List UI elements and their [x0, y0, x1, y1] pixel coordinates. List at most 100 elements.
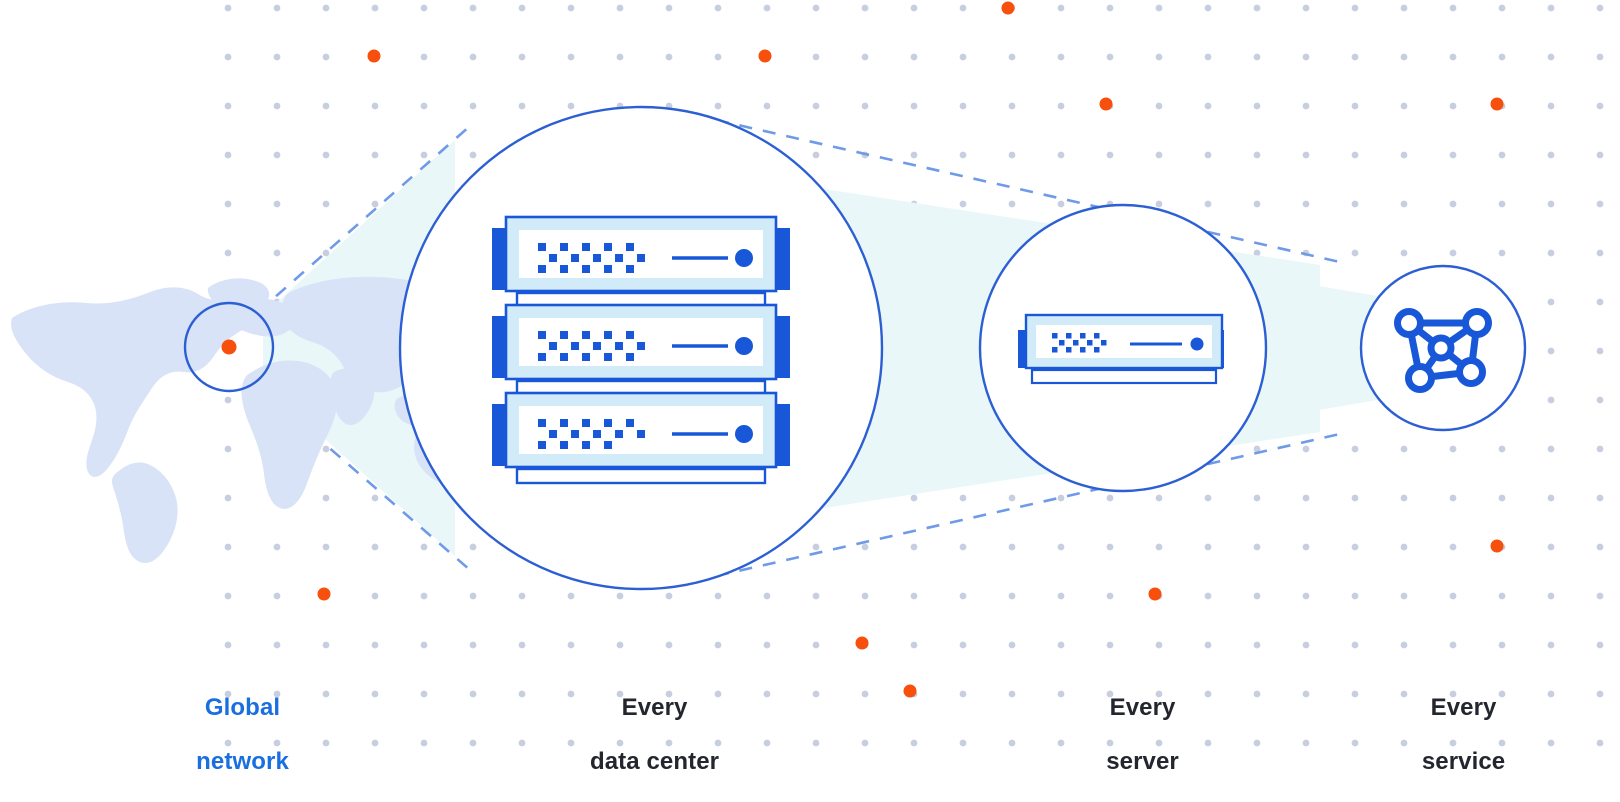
- grid-dot: [322, 53, 330, 61]
- grid-dot: [1057, 494, 1065, 502]
- grid-dot: [322, 445, 330, 453]
- grid-dot-highlight: [367, 49, 381, 63]
- grid-dot-highlight: [1148, 587, 1162, 601]
- grid-dot: [1008, 739, 1016, 747]
- grid-dot: [1057, 690, 1065, 698]
- label-server: Every server: [1029, 668, 1229, 802]
- grid-dot: [1400, 4, 1408, 12]
- grid-dot: [567, 592, 575, 600]
- grid-dot: [1596, 494, 1604, 502]
- grid-dot: [224, 445, 232, 453]
- grid-dot: [1302, 592, 1310, 600]
- grid-dot: [616, 641, 624, 649]
- label-global-network-line2: network: [196, 747, 289, 775]
- grid-dot: [959, 641, 967, 649]
- grid-dot: [1008, 151, 1016, 159]
- grid-dot: [1596, 543, 1604, 551]
- grid-dot: [1302, 543, 1310, 551]
- grid-dot-highlight: [903, 684, 917, 698]
- grid-dot: [763, 641, 771, 649]
- grid-dot: [1008, 641, 1016, 649]
- grid-dot: [1596, 298, 1604, 306]
- grid-dot: [1351, 151, 1359, 159]
- grid-dot: [1498, 151, 1506, 159]
- grid-dot: [1204, 739, 1212, 747]
- grid-dot: [1449, 102, 1457, 110]
- grid-dot: [1253, 151, 1261, 159]
- grid-dot: [1155, 4, 1163, 12]
- label-data-center-line2: data center: [589, 747, 720, 775]
- grid-dot: [1253, 445, 1261, 453]
- grid-dot: [763, 102, 771, 110]
- rack-base: [515, 467, 767, 485]
- grid-dot: [224, 739, 232, 747]
- single-server-face: [1036, 325, 1212, 358]
- grid-dot: [273, 249, 281, 257]
- grid-dot: [910, 543, 918, 551]
- grid-dot: [665, 641, 673, 649]
- grid-dot: [322, 151, 330, 159]
- grid-dot: [273, 690, 281, 698]
- grid-dot: [518, 102, 526, 110]
- grid-dot: [518, 739, 526, 747]
- grid-dot: [1351, 445, 1359, 453]
- grid-dot: [861, 4, 869, 12]
- grid-dot: [910, 53, 918, 61]
- grid-dot: [371, 200, 379, 208]
- grid-dot: [910, 151, 918, 159]
- cone-datacenter-to-server-bottom-edge: [715, 432, 1341, 578]
- grid-dot: [1547, 445, 1555, 453]
- grid-dot: [1204, 53, 1212, 61]
- grid-dot: [1351, 739, 1359, 747]
- grid-dot: [371, 592, 379, 600]
- label-data-center: Every data center: [521, 668, 761, 802]
- grid-dot: [567, 4, 575, 12]
- grid-dot: [273, 4, 281, 12]
- grid-dot: [1498, 4, 1506, 12]
- grid-dot: [1302, 445, 1310, 453]
- grid-dot: [1596, 739, 1604, 747]
- grid-dot: [1498, 445, 1506, 453]
- grid-dot: [616, 53, 624, 61]
- grid-dot: [1351, 494, 1359, 502]
- grid-dot: [1302, 690, 1310, 698]
- grid-dot: [273, 102, 281, 110]
- grid-dot: [322, 249, 330, 257]
- grid-dot: [567, 641, 575, 649]
- grid-dot: [714, 739, 722, 747]
- grid-dot: [665, 4, 673, 12]
- grid-dot: [665, 53, 673, 61]
- grid-dot: [812, 102, 820, 110]
- grid-dot: [1449, 592, 1457, 600]
- single-server-status-dot: [1190, 337, 1204, 351]
- server-unit-top: [492, 215, 790, 293]
- grid-dot: [518, 4, 526, 12]
- grid-dot: [1596, 249, 1604, 257]
- grid-dot: [812, 543, 820, 551]
- grid-dot: [224, 4, 232, 12]
- grid-dot: [1155, 200, 1163, 208]
- grid-dot: [1596, 151, 1604, 159]
- grid-dot: [1302, 739, 1310, 747]
- grid-dot: [224, 151, 232, 159]
- grid-dot: [714, 592, 722, 600]
- grid-dot: [1449, 641, 1457, 649]
- grid-dot: [1596, 592, 1604, 600]
- grid-dot: [420, 53, 428, 61]
- grid-dot: [1253, 53, 1261, 61]
- grid-dot: [1351, 249, 1359, 257]
- grid-dot: [420, 690, 428, 698]
- cone-datacenter-to-server-top-edge: [715, 118, 1341, 264]
- grid-dot: [420, 4, 428, 12]
- grid-dot: [567, 53, 575, 61]
- grid-dot: [1547, 739, 1555, 747]
- grid-dot: [518, 592, 526, 600]
- single-server-led-grid: [1052, 333, 1107, 353]
- grid-dot: [616, 690, 624, 698]
- grid-dot: [812, 690, 820, 698]
- grid-dot: [1057, 641, 1065, 649]
- grid-dot: [371, 690, 379, 698]
- grid-dot: [1400, 641, 1408, 649]
- global-network-marker-dot: [221, 339, 237, 355]
- grid-dot: [714, 690, 722, 698]
